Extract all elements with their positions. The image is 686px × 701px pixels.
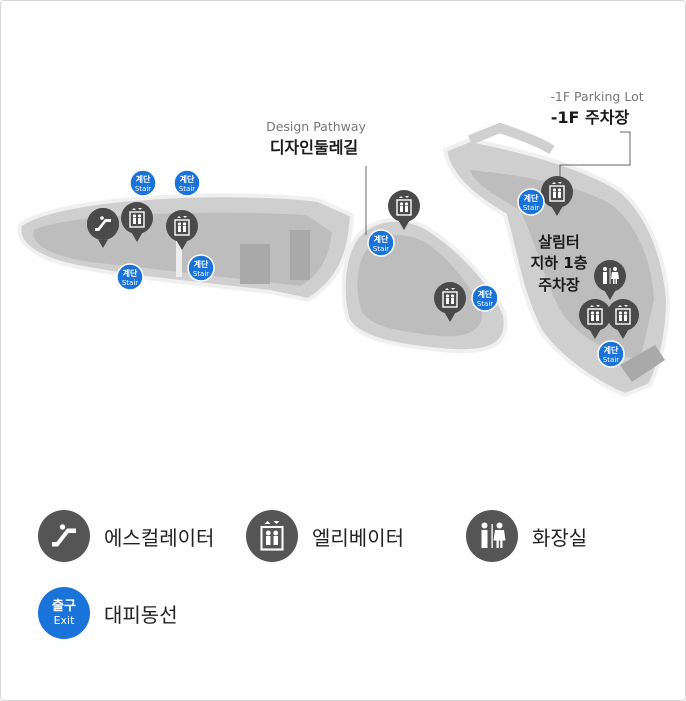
salimteo-label-line2: 지하 1층 xyxy=(530,254,587,272)
restroom-pin[interactable] xyxy=(594,260,626,300)
design-pathway-en-label: Design Pathway xyxy=(266,119,366,134)
elevator-pin[interactable] xyxy=(388,190,420,230)
parking-en-label: -1F Parking Lot xyxy=(550,89,643,104)
svg-text:계단: 계단 xyxy=(478,289,493,299)
floor-map: Design Pathway 디자인둘레길 -1F Parking Lot -1… xyxy=(17,89,671,398)
svg-text:계단: 계단 xyxy=(123,268,138,278)
restroom-pin[interactable] xyxy=(166,210,198,250)
svg-text:계단: 계단 xyxy=(180,174,195,184)
escalator-pin[interactable] xyxy=(86,208,119,248)
svg-text:Stair: Stair xyxy=(193,270,209,278)
stair-badge[interactable]: 계단 Stair xyxy=(116,263,144,291)
svg-text:계단: 계단 xyxy=(194,259,209,269)
parking-ko-label: -1F 주차장 xyxy=(551,108,630,127)
svg-text:Stair: Stair xyxy=(523,204,539,212)
svg-text:계단: 계단 xyxy=(136,174,151,184)
svg-text:Stair: Stair xyxy=(373,245,389,253)
design-pathway-ko-label: 디자인둘레길 xyxy=(270,138,358,157)
stair-badge[interactable]: 계단 Stair xyxy=(173,169,201,197)
stair-badge[interactable]: 계단 Stair xyxy=(517,188,545,216)
elevator-pin[interactable] xyxy=(607,299,639,339)
salimteo-label-line1: 살림터 xyxy=(538,233,579,251)
svg-text:Stair: Stair xyxy=(122,279,138,287)
stair-badge[interactable]: 계단 Stair xyxy=(597,340,625,368)
svg-text:계단: 계단 xyxy=(374,234,389,244)
svg-text:Stair: Stair xyxy=(477,300,493,308)
stair-badge[interactable]: 계단 Stair xyxy=(367,229,395,257)
salimteo-label-line3: 주차장 xyxy=(538,276,580,294)
elevator-pin[interactable] xyxy=(434,282,466,322)
elevator-pin[interactable] xyxy=(579,299,611,339)
elevator-pin[interactable] xyxy=(541,176,573,216)
stair-badge[interactable]: 계단 Stair xyxy=(187,254,215,282)
stair-badge[interactable]: 계단 Stair xyxy=(129,169,157,197)
stair-badge[interactable]: 계단 Stair xyxy=(471,284,499,312)
svg-text:계단: 계단 xyxy=(524,193,539,203)
elevator-pin[interactable] xyxy=(121,202,153,242)
parking-leader-line xyxy=(559,131,631,195)
svg-text:Stair: Stair xyxy=(179,185,195,193)
svg-text:Stair: Stair xyxy=(603,356,619,364)
svg-text:계단: 계단 xyxy=(604,345,619,355)
svg-text:Stair: Stair xyxy=(135,185,151,193)
